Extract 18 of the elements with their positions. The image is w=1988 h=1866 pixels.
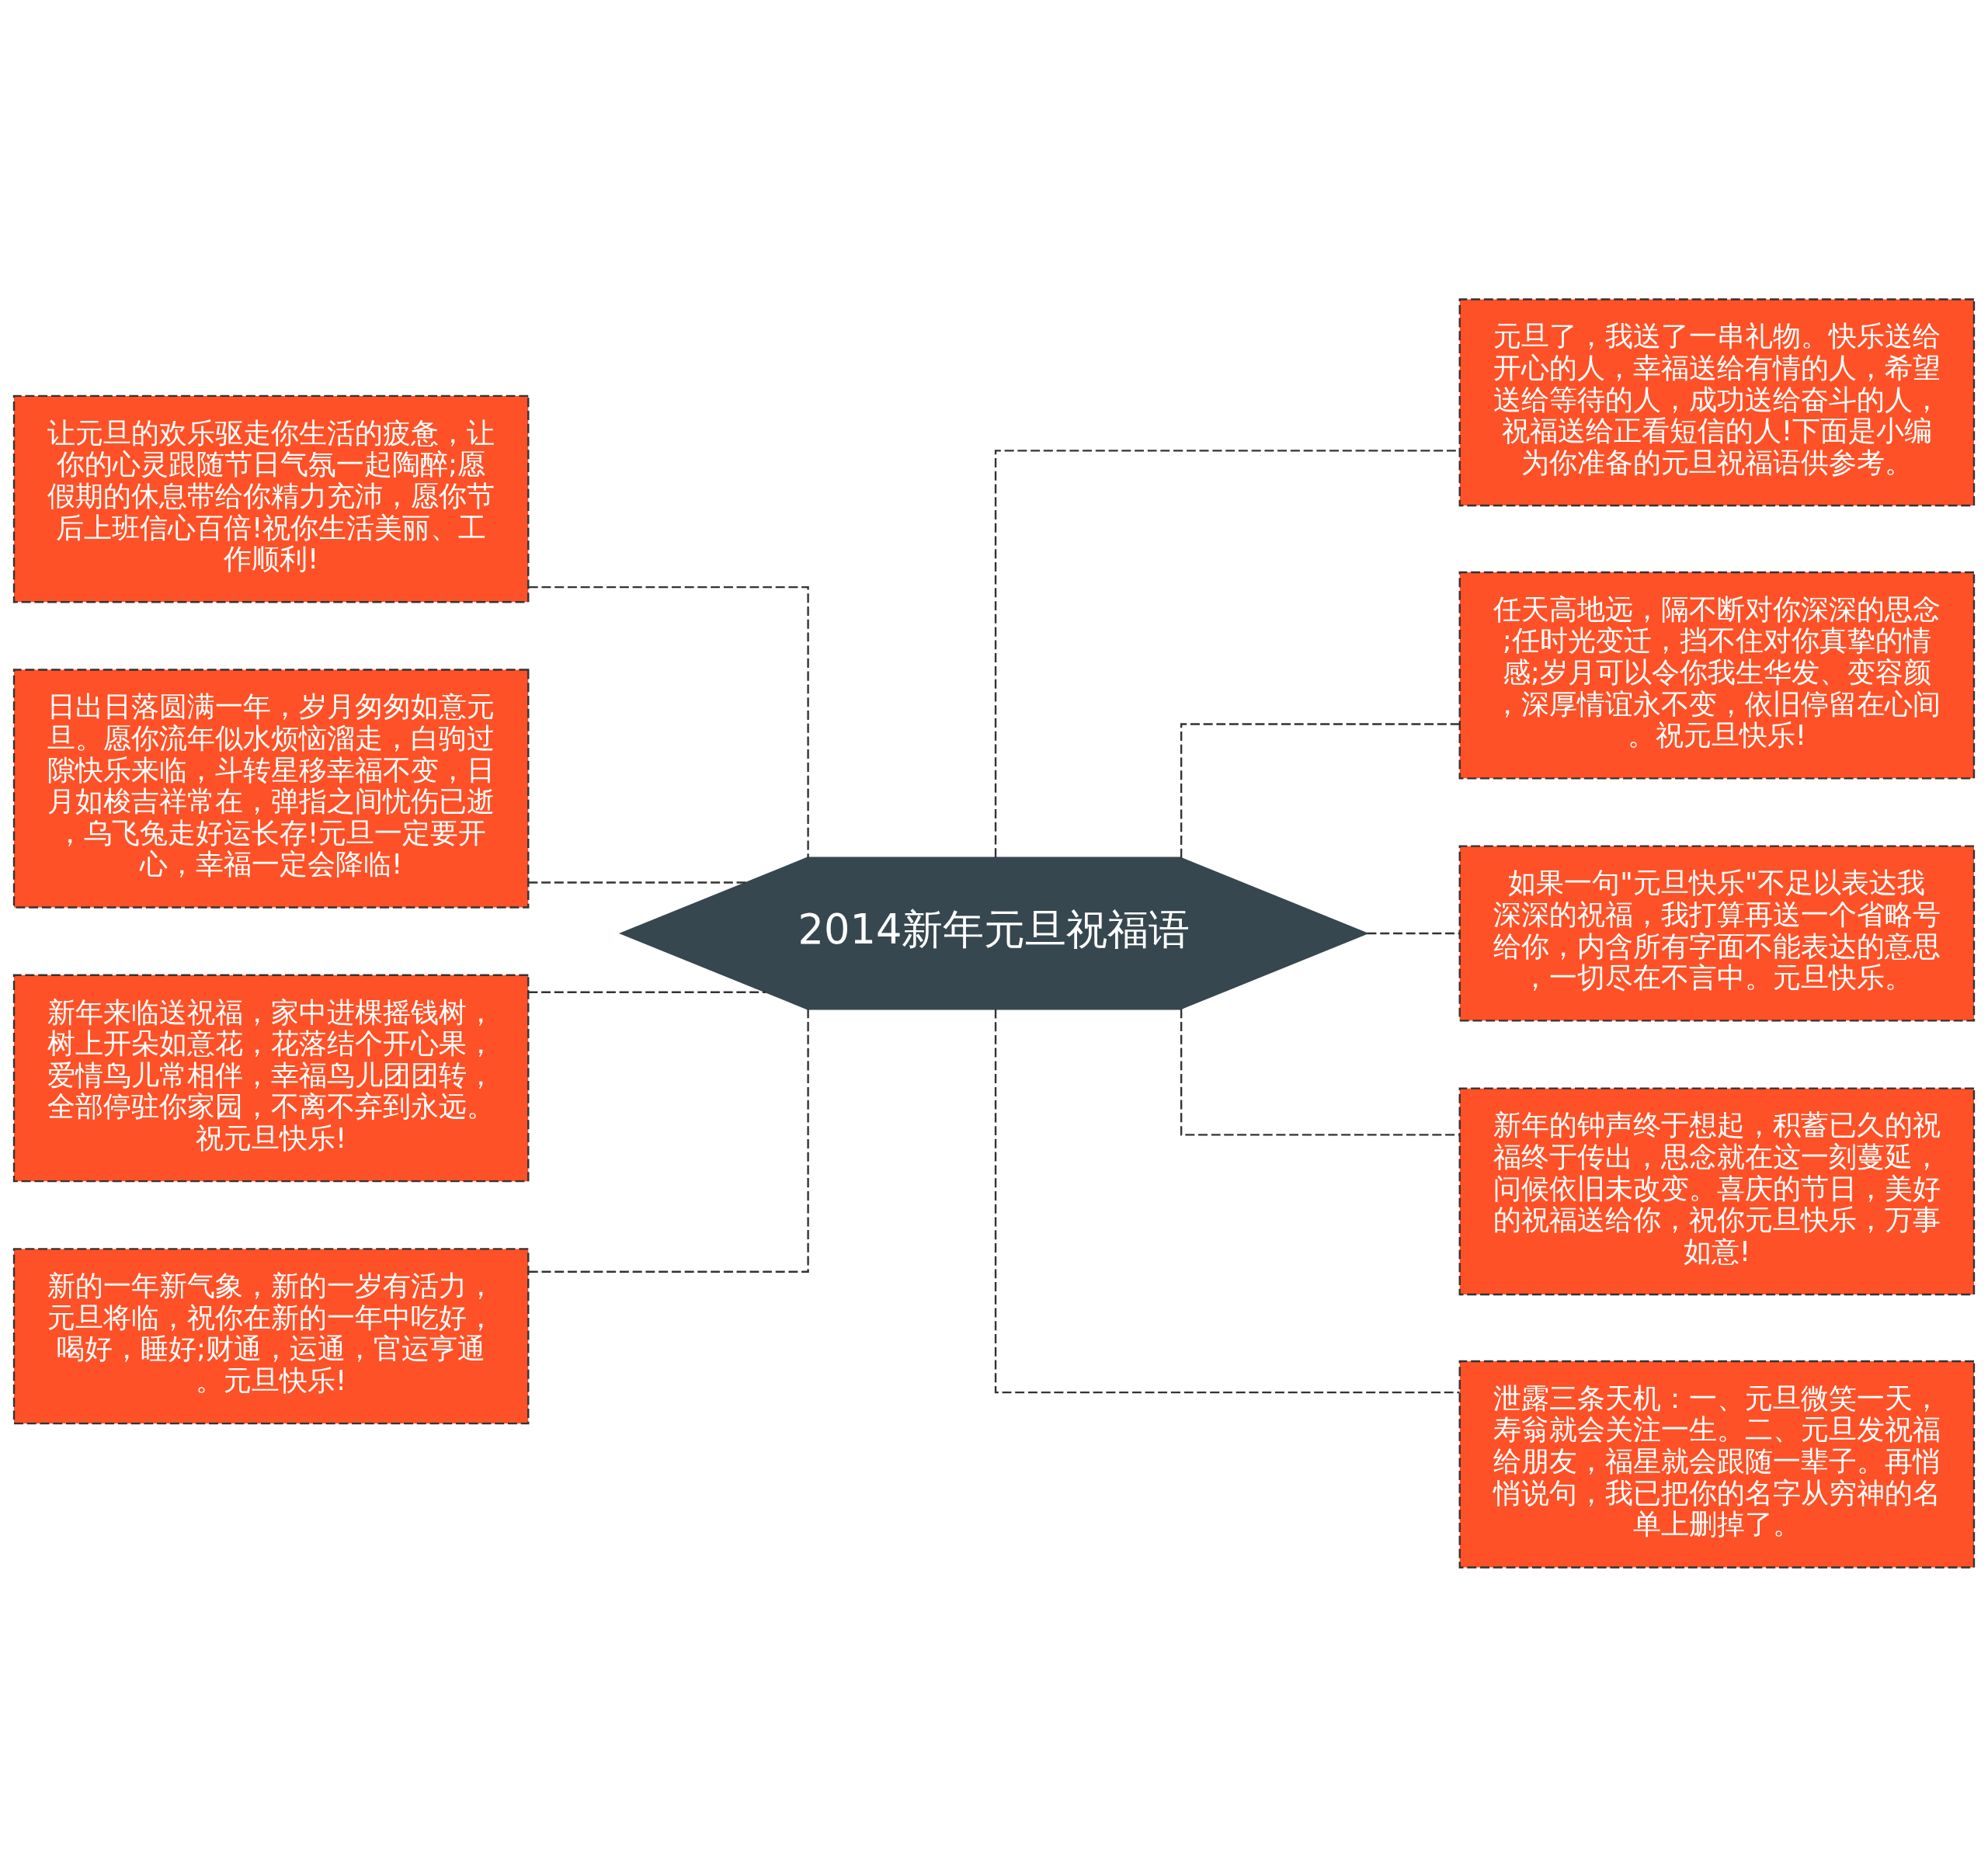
node-box: 新的一年新气象，新的一岁有活力，元旦将临，祝你在新的一年中吃好，喝好，睡好;财通，运通，官运亨通。元旦快乐!	[12, 1247, 530, 1424]
node-box: 元旦了，我送了一串礼物。快乐送给开心的人，幸福送给有情的人，希望送给等待的人，成功送给奋斗的人，祝福送给正看短信的人!下面是小编为你准备的元旦祝福语供参考。	[1458, 297, 1976, 506]
connector	[1367, 932, 1460, 934]
connector	[994, 449, 1460, 857]
connector	[528, 991, 766, 993]
node-box: 让元旦的欢乐驱走你生活的疲惫，让你的心灵跟随节日气氛一起陶醉;愿假期的休息带给你精力充沛，愿你节后上班信心百倍!祝你生活美丽、工作顺利!	[12, 394, 530, 603]
connector	[528, 1009, 809, 1273]
node-box: 新年的钟声终于想起，积蓄已久的祝福终于传出，思念就在这一刻蔓延，问候依旧未改变。喜庆的节日，美好的祝福送给你，祝你元旦快乐，万事如意!	[1458, 1086, 1976, 1295]
connector	[528, 881, 747, 884]
connector	[1180, 1008, 1460, 1136]
node-box: 日出日落圆满一年，岁月匆匆如意元旦。愿你流年似水烦恼溜走，白驹过隙快乐来临，斗转星移幸福不变，日月如梭吉祥常在，弹指之间忧伤已逝，乌飞兔走好运长存!元旦一定要开心，幸福一定会降临!	[12, 668, 530, 909]
node-box: 泄露三条天机：一、元旦微笑一天，寿翁就会关注一生。二、元旦发祝福给朋友，福星就会跟随一辈子。再悄悄说句，我已把你的名字从穷神的名单上删掉了。	[1458, 1360, 1976, 1569]
node-box: 如果一句"元旦快乐"不足以表达我深深的祝福，我打算再送一个省略号给你，内含所有字面不能表达的意思，一切尽在不言中。元旦快乐。	[1458, 844, 1976, 1022]
connector	[994, 1009, 1460, 1393]
node-box: 新年来临送祝福，家中进棵摇钱树，树上开朵如意花，花落结个开心果，爱情鸟儿常相伴，幸福鸟儿团团转，全部停驻你家园，不离不弃到永远。祝元旦快乐!	[12, 974, 530, 1182]
connector	[1180, 722, 1460, 858]
node-box: 任天高地远，隔不断对你深深的思念;任时光变迁，挡不住对你真挚的情感;岁月可以令你我生华发、变容颜，深厚情谊永不变，依旧停留在心间。祝元旦快乐!	[1458, 571, 1976, 780]
connector	[528, 586, 809, 857]
